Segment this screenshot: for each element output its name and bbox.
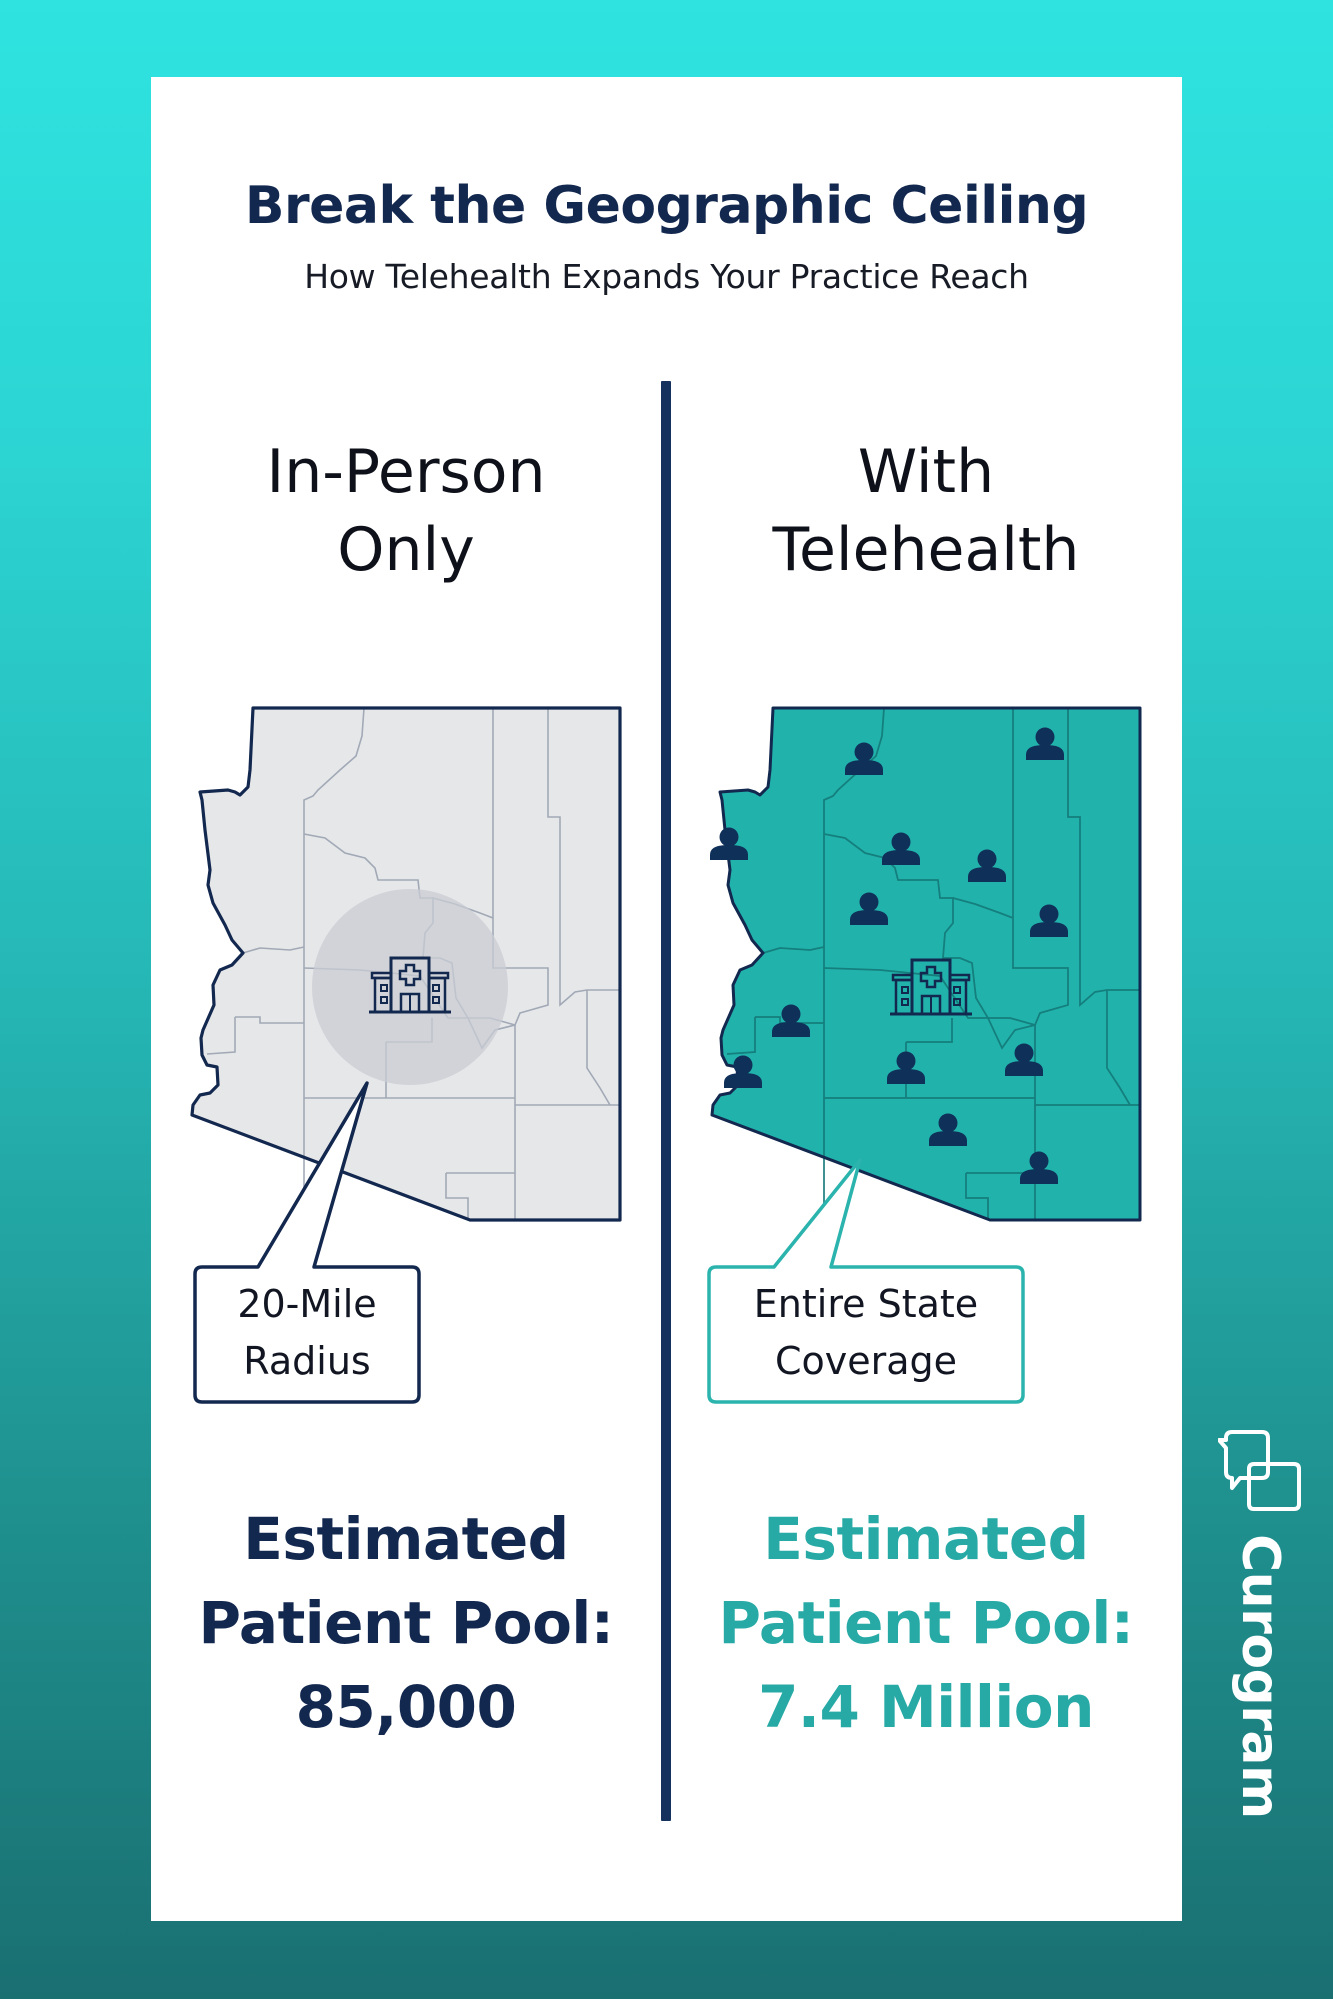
radius-circle <box>312 889 508 1085</box>
callout-label-left: 20-Mile Radius <box>195 1276 419 1390</box>
column-divider <box>661 381 671 1821</box>
page-title: Break the Geographic Ceiling <box>244 176 1089 236</box>
stat-label: Patient Pool: <box>718 1589 1134 1657</box>
stat-value: 85,000 <box>295 1673 517 1741</box>
hospital-icon <box>367 956 453 1014</box>
callout-line: Entire State <box>753 1282 979 1326</box>
person-icon <box>845 742 883 775</box>
person-icon <box>850 892 888 925</box>
person-icon <box>929 1113 967 1146</box>
stat-in-person-patient-pool: Estimated Patient Pool: 85,000 <box>161 1497 651 1749</box>
stat-value: 7.4 Million <box>758 1673 1094 1741</box>
callout-line: Radius <box>243 1339 371 1383</box>
infographic-card: Break the Geographic Ceiling How Telehea… <box>151 77 1182 1921</box>
person-icon <box>710 827 748 860</box>
heading-line: Telehealth <box>772 515 1080 585</box>
person-icon <box>1005 1043 1043 1076</box>
chat-bubbles-icon <box>1218 1430 1301 1511</box>
stat-label: Patient Pool: <box>198 1589 614 1657</box>
person-icon <box>1020 1151 1058 1184</box>
person-icon <box>772 1004 810 1037</box>
person-icon <box>882 832 920 865</box>
patient-icons <box>710 727 1068 1184</box>
person-icon <box>968 849 1006 882</box>
heading-line: Only <box>337 515 475 585</box>
heading-line: In-Person <box>266 437 546 507</box>
callout-line: Coverage <box>774 1339 958 1383</box>
heading-in-person-only: In-Person Only <box>171 433 641 589</box>
callout-line: 20-Mile <box>237 1282 377 1326</box>
callout-label-right: Entire State Coverage <box>709 1276 1023 1390</box>
brand-logo: Curogram <box>1218 1428 1302 1819</box>
person-icon <box>1030 904 1068 937</box>
page-subtitle: How Telehealth Expands Your Practice Rea… <box>304 257 1029 296</box>
brand-name: Curogram <box>1230 1534 1290 1819</box>
stat-label: Estimated <box>763 1505 1089 1573</box>
heading-line: With <box>857 437 995 507</box>
stat-telehealth-patient-pool: Estimated Patient Pool: 7.4 Million <box>681 1497 1171 1749</box>
person-icon <box>724 1055 762 1088</box>
map-with-telehealth <box>710 706 1142 1222</box>
hospital-icon <box>888 958 974 1016</box>
map-in-person <box>190 706 622 1222</box>
person-icon <box>1026 727 1064 760</box>
stat-label: Estimated <box>243 1505 569 1573</box>
person-icon <box>887 1051 925 1084</box>
heading-with-telehealth: With Telehealth <box>691 433 1161 589</box>
